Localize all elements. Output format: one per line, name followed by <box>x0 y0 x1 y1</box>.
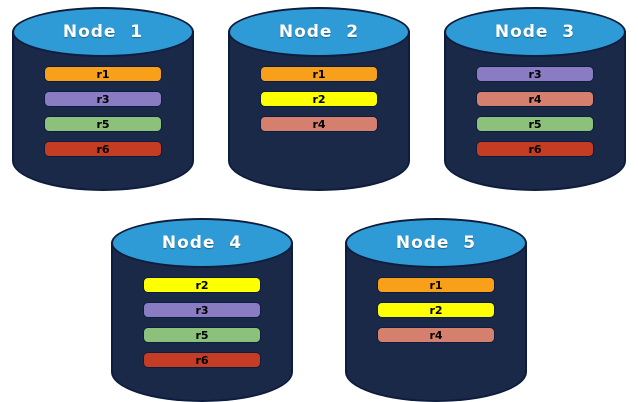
replica-list: r1 r3 r5 r6 <box>12 66 194 157</box>
replica-label: r5 <box>96 117 110 131</box>
replica-bar: r5 <box>476 116 594 132</box>
replica-label: r3 <box>96 92 110 106</box>
node-cylinder-body <box>444 31 626 191</box>
replica-bar: r3 <box>143 302 261 318</box>
replica-label: r4 <box>528 92 542 106</box>
node-cylinder: Node 1 r1 r3 r5 r6 <box>12 7 194 191</box>
node-cylinder-body <box>111 242 293 402</box>
node-cylinder-lid: Node 2 <box>228 7 410 57</box>
replica-label: r5 <box>195 328 209 342</box>
replica-label: r4 <box>429 328 443 342</box>
node-cylinder: Node 4 r2 r3 r5 r6 <box>111 218 293 402</box>
replica-bar: r6 <box>44 141 162 157</box>
replica-label: r2 <box>429 303 443 317</box>
replica-label: r6 <box>96 142 110 156</box>
replica-label: r5 <box>528 117 542 131</box>
node-cylinder-lid: Node 3 <box>444 7 626 57</box>
replica-list: r2 r3 r5 r6 <box>111 277 293 368</box>
replica-bar: r6 <box>476 141 594 157</box>
replica-list: r1 r2 r4 <box>228 66 410 132</box>
replica-bar: r1 <box>260 66 378 82</box>
replica-bar: r6 <box>143 352 261 368</box>
replica-list: r3 r4 r5 r6 <box>444 66 626 157</box>
replica-bar: r5 <box>143 327 261 343</box>
replica-bar: r5 <box>44 116 162 132</box>
node-cylinder-body <box>12 31 194 191</box>
replica-label: r1 <box>96 67 110 81</box>
replica-bar: r4 <box>476 91 594 107</box>
replica-label: r3 <box>195 303 209 317</box>
replica-label: r1 <box>312 67 326 81</box>
replica-list: r1 r2 r4 <box>345 277 527 343</box>
node-cylinder-lid: Node 5 <box>345 218 527 268</box>
node-cylinder: Node 3 r3 r4 r5 r6 <box>444 7 626 191</box>
row-bottom: Node 4 r2 r3 r5 r6 Node 5 r1 r2 r4 <box>0 218 638 402</box>
replica-bar: r2 <box>143 277 261 293</box>
replica-bar: r3 <box>44 91 162 107</box>
replica-label: r6 <box>195 353 209 367</box>
node-cylinder-body <box>228 31 410 191</box>
node-cylinder-body <box>345 242 527 402</box>
node-title: Node 2 <box>278 22 360 42</box>
node-title: Node 3 <box>494 22 576 42</box>
replica-bar: r1 <box>377 277 495 293</box>
replica-bar: r4 <box>260 116 378 132</box>
node-cylinder: Node 5 r1 r2 r4 <box>345 218 527 402</box>
replica-bar: r4 <box>377 327 495 343</box>
replica-label: r2 <box>195 278 209 292</box>
replica-label: r3 <box>528 67 542 81</box>
node-cylinder-lid: Node 1 <box>12 7 194 57</box>
replica-bar: r2 <box>260 91 378 107</box>
node-cylinder: Node 2 r1 r2 r4 <box>228 7 410 191</box>
node-title: Node 5 <box>395 233 477 253</box>
node-cylinder-lid: Node 4 <box>111 218 293 268</box>
replica-label: r4 <box>312 117 326 131</box>
replica-bar: r3 <box>476 66 594 82</box>
replica-bar: r1 <box>44 66 162 82</box>
node-title: Node 4 <box>161 233 243 253</box>
replica-bar: r2 <box>377 302 495 318</box>
replica-label: r6 <box>528 142 542 156</box>
node-title: Node 1 <box>62 22 144 42</box>
replica-label: r1 <box>429 278 443 292</box>
replica-label: r2 <box>312 92 326 106</box>
